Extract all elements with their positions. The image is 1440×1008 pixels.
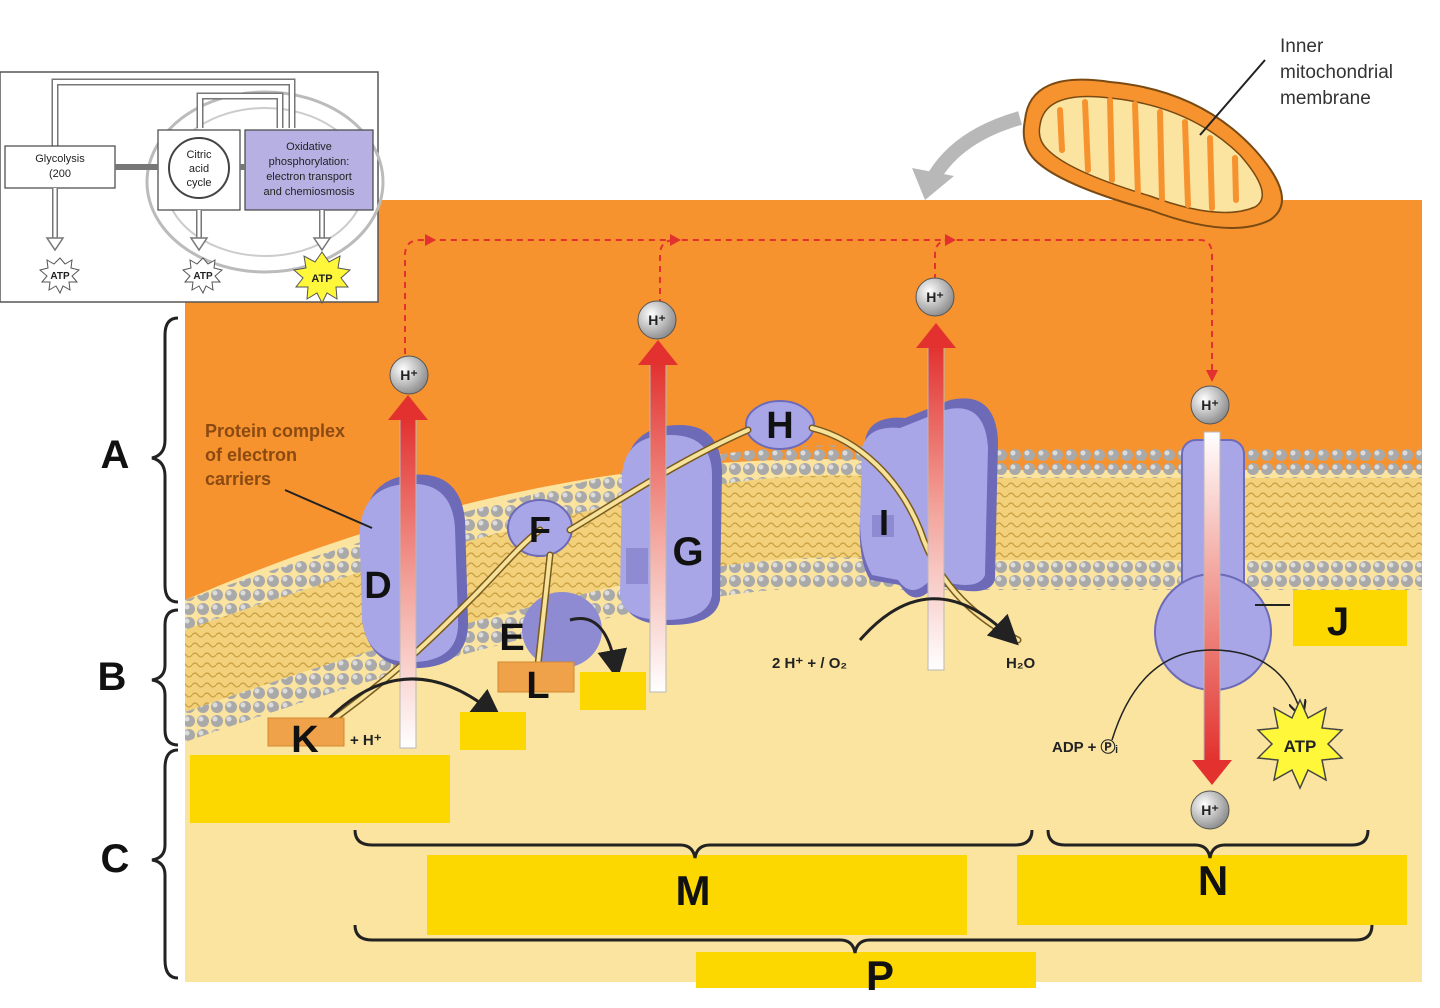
l-reaction-arrow bbox=[569, 617, 628, 680]
atp-synthase-proton-arrow bbox=[1192, 431, 1232, 785]
dashed-arrowhead-down bbox=[1206, 370, 1218, 382]
blank-box-k-product bbox=[460, 712, 526, 750]
inset-citric-line-1: Citric bbox=[186, 149, 212, 161]
mito-line-2: mitochondrial bbox=[1280, 62, 1393, 83]
inset-atp-label-2: ATP bbox=[193, 271, 213, 282]
blank-box-j bbox=[1293, 590, 1407, 646]
blank-box-c-region bbox=[190, 755, 450, 823]
mito-leader-line bbox=[1199, 59, 1266, 136]
proton-label-3: H⁺ bbox=[926, 289, 944, 305]
inset-oxphos-box bbox=[244, 129, 374, 211]
proton-pump-arrow-i bbox=[916, 323, 956, 671]
inset-oxphos-line-1: Oxidative bbox=[286, 141, 332, 153]
mitochondrion-icon bbox=[1022, 78, 1283, 229]
label-e: E bbox=[499, 617, 524, 659]
inset-citric-line-3: cycle bbox=[186, 177, 211, 189]
proton-flow-dashed-path bbox=[404, 239, 1213, 375]
protein-complex-line-3: carriers bbox=[205, 469, 271, 489]
inset-glycolysis-box bbox=[4, 145, 116, 189]
label-j: J bbox=[1327, 600, 1349, 644]
label-p: P bbox=[866, 952, 894, 999]
electron-path-4 bbox=[810, 426, 1020, 642]
dashed-arrowhead-3 bbox=[945, 234, 956, 246]
label-d: D bbox=[364, 565, 391, 607]
k-substrate-box bbox=[267, 717, 345, 747]
complex-i-shape bbox=[859, 398, 998, 598]
water-label: H₂O bbox=[1006, 655, 1035, 672]
inset-atp-label-1: ATP bbox=[50, 271, 70, 282]
proton-sphere-1 bbox=[389, 355, 429, 395]
protein-complex-line-2: of electron bbox=[205, 445, 297, 465]
l-substrate-box bbox=[497, 661, 575, 693]
inset-atp-starburst-3 bbox=[292, 251, 352, 305]
atp-synthesis-arrow bbox=[1111, 649, 1300, 741]
inset-glycolysis-line-1: Glycolysis bbox=[35, 153, 85, 165]
proton-label-5: H⁺ bbox=[1201, 802, 1219, 818]
inset-atp-label-3: ATP bbox=[311, 273, 332, 285]
inset-citric-cycle-icon bbox=[168, 137, 230, 199]
label-n: N bbox=[1198, 857, 1228, 904]
electron-path-2 bbox=[536, 553, 552, 667]
protein-complex-caption: Protein complex of electron carriers bbox=[205, 421, 345, 489]
proton-label-1: H⁺ bbox=[400, 367, 418, 383]
blank-box-l-product bbox=[580, 672, 646, 710]
proton-pump-arrow-d bbox=[388, 395, 428, 749]
blank-box-n bbox=[1017, 855, 1407, 925]
proton-label-2: H⁺ bbox=[648, 312, 666, 328]
protein-complex-line-1: Protein complex bbox=[205, 421, 345, 441]
inset-atp-starburst-2 bbox=[181, 257, 224, 295]
brace-a bbox=[151, 316, 179, 604]
dashed-arrowhead-1 bbox=[425, 234, 436, 246]
atp-label: ATP bbox=[1284, 737, 1317, 756]
proton-sphere-3 bbox=[915, 277, 955, 317]
oxygen-reaction-arrow bbox=[858, 597, 1019, 646]
proton-spheres bbox=[389, 277, 1230, 830]
complex-e-shape bbox=[522, 592, 602, 668]
mito-line-3: membrane bbox=[1280, 88, 1371, 109]
inset-atp-starburst-1 bbox=[38, 257, 81, 295]
proton-sphere-5 bbox=[1190, 790, 1230, 830]
zoom-arrow-body bbox=[929, 111, 1022, 179]
blank-box-m bbox=[427, 855, 967, 935]
plus-h-label: + H⁺ bbox=[350, 732, 382, 749]
label-g: G bbox=[672, 530, 703, 574]
adp-label: ADP + Ⓟᵢ bbox=[1052, 738, 1118, 756]
mito-caption: Inner mitochondrial membrane bbox=[1280, 36, 1393, 109]
label-m: M bbox=[676, 867, 711, 914]
label-h: H bbox=[766, 405, 793, 447]
oxygen-label: 2 H⁺ + / O₂ bbox=[772, 655, 847, 672]
proton-sphere-4 bbox=[1190, 385, 1230, 425]
region-braces bbox=[151, 316, 1374, 980]
inset-glycolysis-line-2: (200 bbox=[49, 168, 71, 180]
atp-starburst-icon bbox=[1256, 698, 1344, 790]
proton-label-4: H⁺ bbox=[1201, 397, 1219, 413]
blank-box-p bbox=[696, 952, 1036, 988]
region-label-b: B bbox=[98, 655, 127, 699]
k-reaction-arrow bbox=[318, 677, 502, 730]
inset-oxphos-line-4: and chemiosmosis bbox=[263, 186, 355, 198]
label-l: L bbox=[526, 665, 549, 707]
inset-oxphos-line-3: electron transport bbox=[266, 171, 352, 183]
region-label-c: C bbox=[101, 837, 130, 881]
complex-g-shape bbox=[620, 425, 722, 625]
overview-inset bbox=[0, 71, 385, 305]
zoom-arrow-icon bbox=[912, 168, 954, 200]
proton-pump-arrow-g bbox=[638, 340, 678, 693]
region-label-a: A bbox=[101, 433, 130, 477]
label-i: I bbox=[879, 502, 889, 543]
proton-sphere-2 bbox=[637, 300, 677, 340]
inset-citric-line-2: acid bbox=[189, 163, 209, 175]
inset-oxphos-line-2: phosphorylation: bbox=[269, 156, 350, 168]
label-f: F bbox=[529, 509, 551, 550]
dashed-arrowhead-2 bbox=[670, 234, 681, 246]
inset-citric-box bbox=[157, 129, 241, 211]
label-k: K bbox=[291, 719, 319, 761]
protein-complex-leader-line bbox=[284, 489, 373, 529]
mito-line-1: Inner bbox=[1280, 36, 1324, 57]
electron-path-1 bbox=[298, 528, 542, 744]
